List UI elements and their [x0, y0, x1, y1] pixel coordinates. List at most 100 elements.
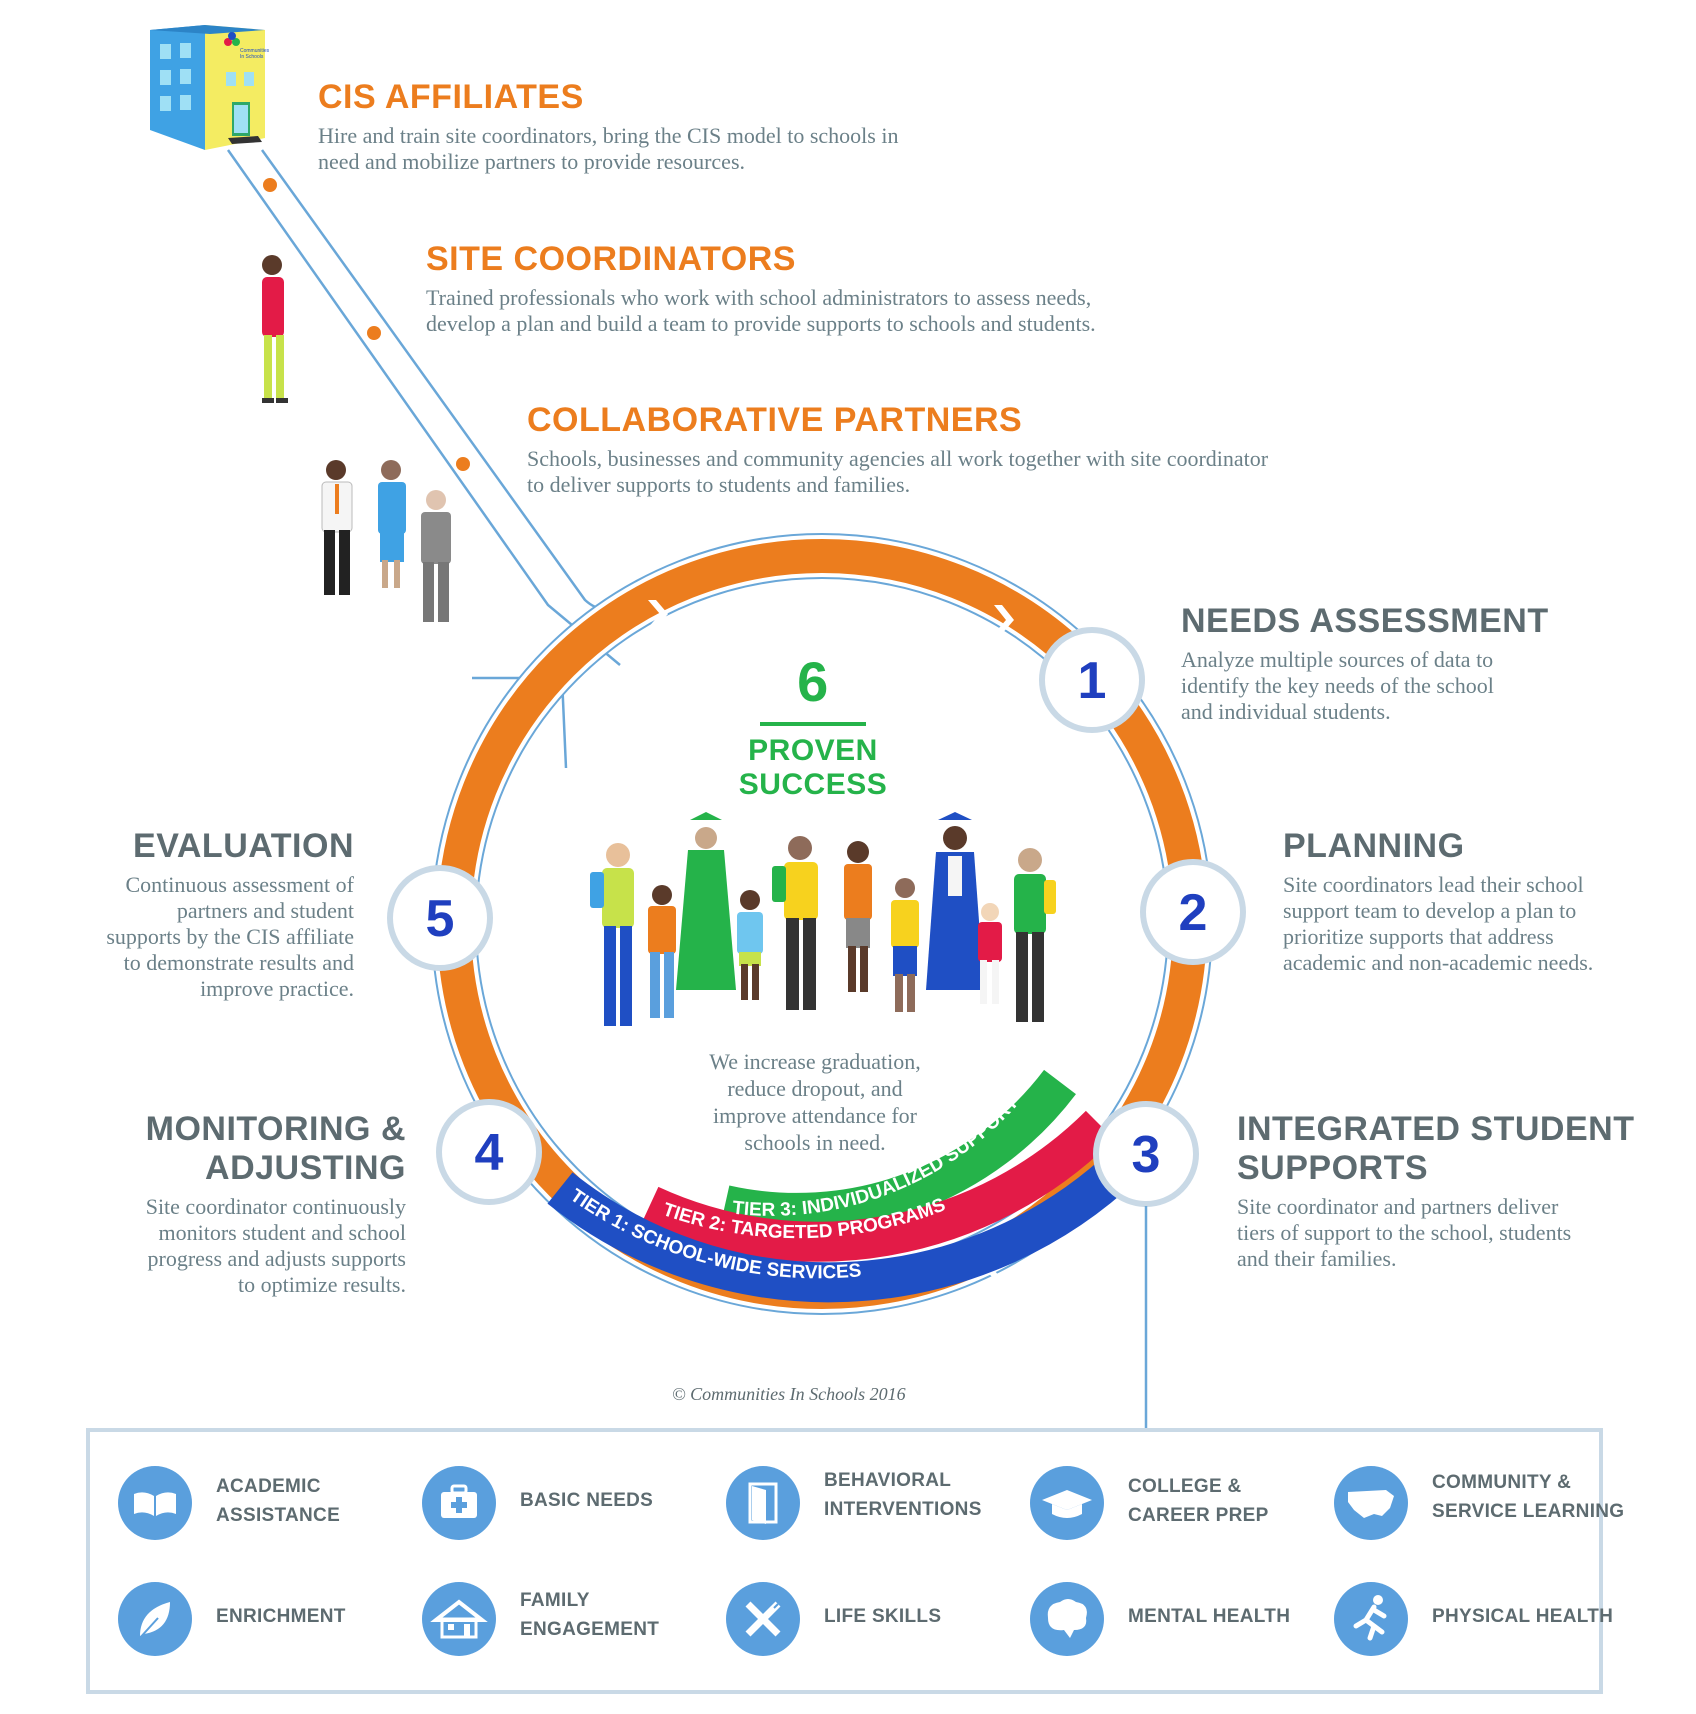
evaluation-line: supports by the CIS affiliate	[106, 924, 354, 949]
service-label: ENGAGEMENT	[520, 1619, 660, 1640]
integrated-supports-line: tiers of support to the school, students	[1237, 1220, 1572, 1245]
service-label: ENRICHMENT	[216, 1606, 346, 1627]
step-1-circle: 1	[1039, 627, 1145, 733]
proven-success-block: 6 PROVEN SUCCESS	[700, 652, 926, 802]
needs-assessment-line: identify the key needs of the school	[1181, 673, 1494, 698]
service-life-skills: LIFE SKILLS	[726, 1582, 941, 1661]
services-box	[86, 1428, 1603, 1694]
medical-kit-icon	[422, 1466, 496, 1540]
collaborative-partners-line: to deliver supports to students and fami…	[527, 472, 911, 497]
step-4-circle: 4	[436, 1099, 542, 1205]
cis-affiliates-title: CIS AFFILIATES	[318, 78, 584, 116]
site-coordinators-block: SITE COORDINATORS Trained professionals …	[426, 240, 1096, 337]
site-coordinators-line: develop a plan and build a team to provi…	[426, 311, 1096, 336]
planning-line: Site coordinators lead their school	[1283, 872, 1584, 897]
building-sign-line2: In Schools	[240, 54, 264, 60]
evaluation-line: to demonstrate results and	[123, 950, 354, 975]
site-coordinator-figure	[262, 255, 288, 403]
step-4-number: 4	[475, 1124, 504, 1182]
service-label: CAREER PREP	[1128, 1505, 1269, 1526]
integrated-supports-line: and their families.	[1237, 1246, 1397, 1271]
center-divider	[760, 722, 866, 726]
step-2-number: 2	[1179, 884, 1208, 942]
needs-assessment-line: Analyze multiple sources of data to	[1181, 647, 1494, 672]
service-basic-needs: BASIC NEEDS	[422, 1466, 653, 1545]
service-label: FAMILY	[520, 1590, 590, 1611]
service-family-engagement: FAMILY ENGAGEMENT	[422, 1582, 659, 1661]
service-label: MENTAL HEALTH	[1128, 1606, 1291, 1627]
monitoring-line: monitors student and school	[158, 1220, 406, 1245]
planning-line: academic and non-academic needs.	[1283, 950, 1594, 975]
planning-title: PLANNING	[1283, 827, 1465, 865]
service-label: COLLEGE &	[1128, 1476, 1242, 1497]
path-dot	[263, 178, 277, 192]
center-description-line: reduce dropout, and	[727, 1076, 903, 1101]
site-coordinators-title: SITE COORDINATORS	[426, 240, 796, 278]
service-mental-health: MENTAL HEALTH	[1030, 1582, 1290, 1661]
monitoring-line: Site coordinator continuously	[145, 1194, 406, 1219]
step-5-number: 5	[426, 890, 455, 948]
planning-line: prioritize supports that address	[1283, 924, 1554, 949]
needs-assessment-block: NEEDS ASSESSMENT Analyze multiple source…	[1181, 602, 1549, 725]
service-label: ASSISTANCE	[216, 1505, 341, 1526]
service-label: BEHAVIORAL	[824, 1470, 952, 1491]
center-description: We increase graduation, reduce dropout, …	[650, 1048, 980, 1156]
service-community-service-learning: COMMUNITY & SERVICE LEARNING	[1334, 1466, 1624, 1545]
service-label: BASIC NEEDS	[520, 1490, 654, 1511]
cis-affiliates-line: Hire and train site coordinators, bring …	[318, 123, 899, 148]
center-description-line: We increase graduation,	[709, 1049, 921, 1074]
services-grid: ACADEMIC ASSISTANCE BASIC NEEDS BEHAVIOR…	[88, 1430, 1624, 1692]
collaborative-partners-title: COLLABORATIVE PARTNERS	[527, 401, 1023, 439]
school-building-illustration: Communities In Schools	[150, 25, 270, 150]
pencil-ruler-icon	[726, 1582, 800, 1656]
planning-block: PLANNING Site coordinators lead their sc…	[1283, 827, 1593, 976]
site-coordinators-line: Trained professionals who work with scho…	[426, 285, 1092, 310]
door-icon	[726, 1466, 800, 1540]
students-group-illustration	[590, 812, 1056, 1026]
house-icon	[422, 1582, 496, 1656]
integrated-supports-block: INTEGRATED STUDENT SUPPORTS Site coordin…	[1237, 1110, 1696, 1272]
step-2-circle: 2	[1140, 859, 1246, 965]
leaf-icon	[118, 1582, 192, 1656]
service-label: ACADEMIC	[216, 1476, 321, 1497]
integrated-supports-line: Site coordinator and partners deliver	[1237, 1194, 1559, 1219]
step-1-number: 1	[1078, 652, 1107, 710]
service-college-career-prep: COLLEGE & CAREER PREP	[1030, 1466, 1268, 1545]
partners-figures	[321, 460, 451, 622]
collaborative-partners-block: COLLABORATIVE PARTNERS Schools, business…	[527, 401, 1268, 498]
collaborative-partners-line: Schools, businesses and community agenci…	[527, 446, 1269, 471]
evaluation-line: partners and student	[176, 898, 354, 923]
evaluation-block: EVALUATION Continuous assessment of part…	[40, 827, 354, 1002]
brain-icon	[1030, 1582, 1104, 1656]
evaluation-title: EVALUATION	[133, 827, 354, 865]
service-label: SERVICE LEARNING	[1432, 1501, 1625, 1522]
service-label: INTERVENTIONS	[824, 1499, 982, 1520]
service-label: COMMUNITY &	[1432, 1472, 1572, 1493]
monitoring-block: MONITORING & ADJUSTING Site coordinator …	[60, 1110, 406, 1298]
center-description-line: schools in need.	[744, 1130, 886, 1155]
service-academic-assistance: ACADEMIC ASSISTANCE	[118, 1466, 340, 1545]
service-label: LIFE SKILLS	[824, 1606, 942, 1627]
us-map-icon	[1334, 1466, 1408, 1540]
planning-line: support team to develop a plan to	[1283, 898, 1577, 923]
monitoring-line: to optimize results.	[237, 1272, 406, 1297]
service-enrichment: ENRICHMENT	[118, 1582, 345, 1661]
copyright-text: © Communities In Schools 2016	[672, 1384, 906, 1404]
cis-affiliates-line: need and mobilize partners to provide re…	[318, 149, 746, 174]
step-3-circle: 3	[1093, 1101, 1199, 1207]
needs-assessment-title: NEEDS ASSESSMENT	[1181, 602, 1549, 640]
cis-affiliates-block: CIS AFFILIATES Hire and train site coord…	[318, 78, 898, 175]
evaluation-line: Continuous assessment of	[125, 872, 354, 897]
path-dot	[456, 457, 470, 471]
open-book-icon	[118, 1466, 192, 1540]
monitoring-line: progress and adjusts supports	[147, 1246, 406, 1271]
service-label: PHYSICAL HEALTH	[1432, 1606, 1614, 1627]
evaluation-line: improve practice.	[200, 976, 354, 1001]
graduation-cap-icon	[1030, 1466, 1104, 1540]
step-circles: 1 2 3 4 5	[387, 627, 1246, 1207]
running-person-icon	[1334, 1582, 1408, 1656]
step-6-number: 6	[797, 650, 829, 713]
integrated-supports-title: INTEGRATED STUDENT SUPPORTS	[1237, 1110, 1635, 1187]
